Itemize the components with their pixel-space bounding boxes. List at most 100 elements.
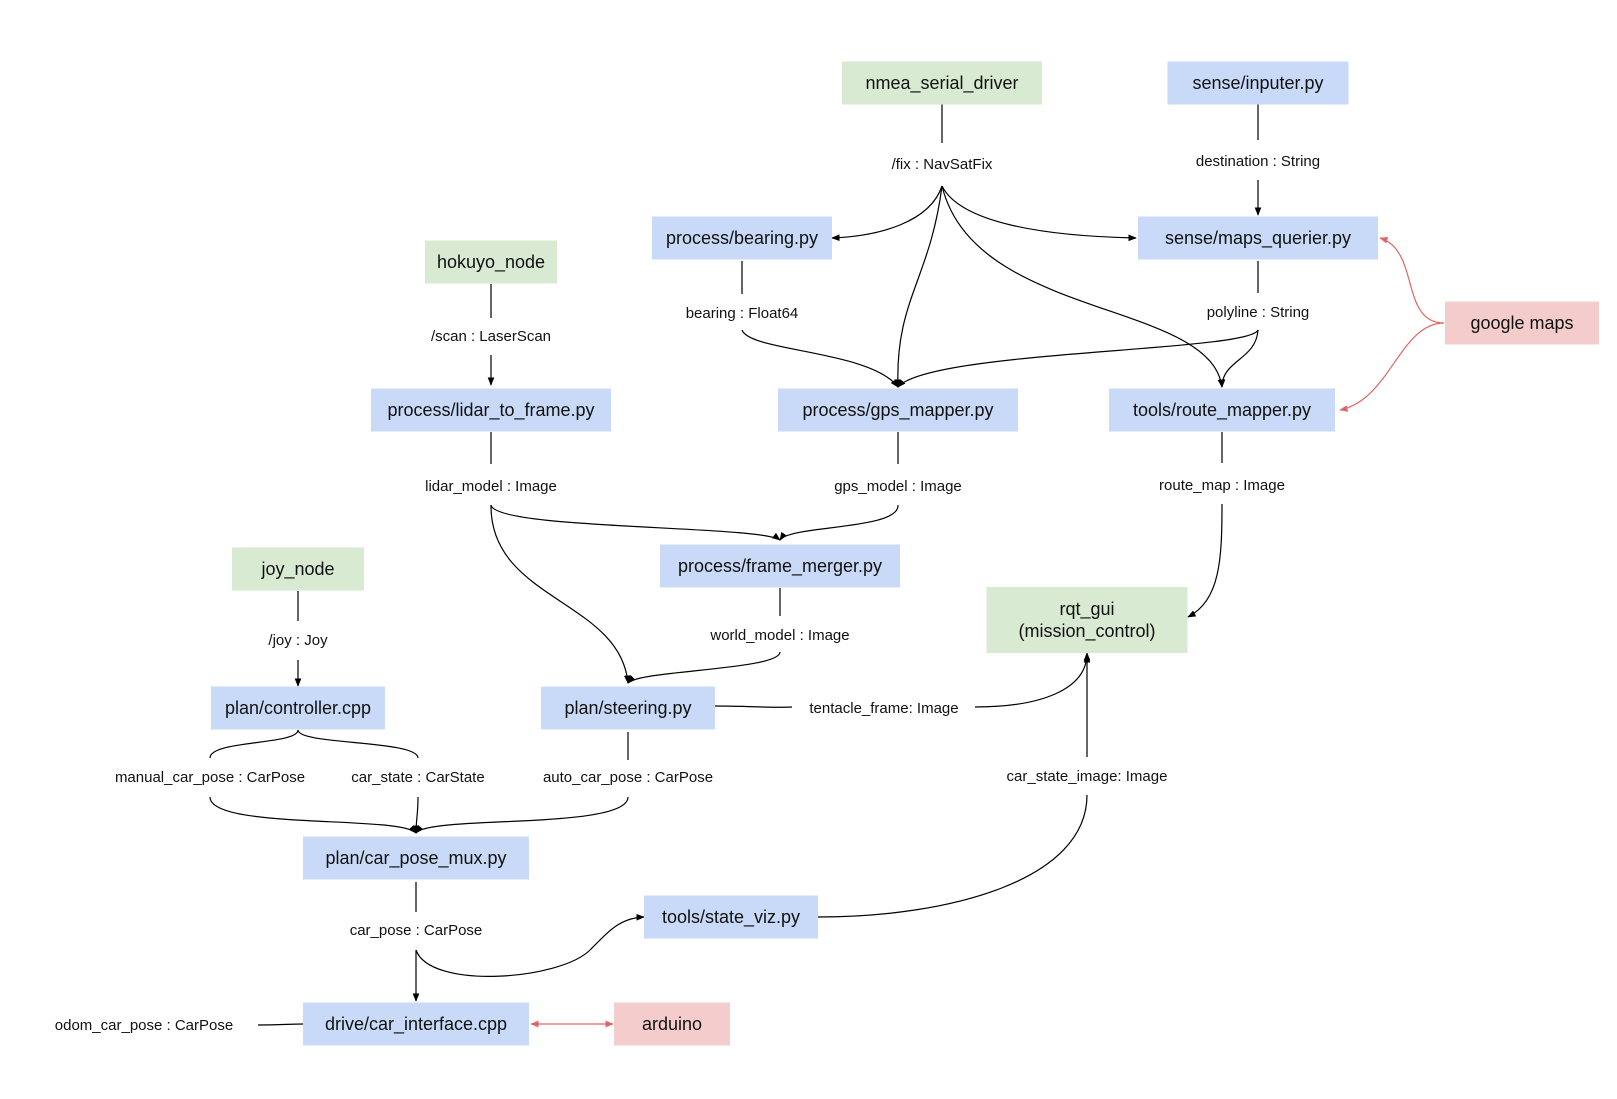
node-process-frame-merger[interactable]: process/frame_merger.py <box>660 544 900 588</box>
nodes: nmea_serial_driver sense/inputer.py hoku… <box>211 61 1599 1046</box>
node-box <box>986 587 1188 653</box>
node-label: drive/car_interface.cpp <box>325 1014 507 1035</box>
node-box <box>644 895 818 939</box>
topic-label-route-map: route_map : Image <box>1159 477 1285 494</box>
topic-labels: /fix : NavSatFix destination : String /s… <box>55 153 1320 1034</box>
edge-world-model-to-steering <box>627 651 781 684</box>
node-process-gps-mapper[interactable]: process/gps_mapper.py <box>778 388 1018 432</box>
topic-label-tentacle-frame: tentacle_frame: Image <box>809 700 958 717</box>
node-box <box>614 1002 730 1046</box>
edge-tentacle-to-rqt-gui <box>974 652 1091 708</box>
topic-label-joy: /joy : Joy <box>268 632 328 649</box>
edge-route-map-to-rqt-gui <box>1187 503 1223 618</box>
node-google-maps[interactable]: google maps <box>1445 301 1599 345</box>
edge-lidar-model-to-frame-merger <box>490 504 781 541</box>
node-process-lidar-to-frame[interactable]: process/lidar_to_frame.py <box>371 388 611 432</box>
edge-fix-to-maps-querier <box>941 185 1137 242</box>
node-label: process/bearing.py <box>666 228 818 248</box>
node-box <box>371 388 611 432</box>
node-box <box>1109 388 1335 432</box>
node-nmea-serial-driver[interactable]: nmea_serial_driver <box>842 61 1042 105</box>
node-label: process/lidar_to_frame.py <box>387 400 594 421</box>
node-box <box>1138 216 1378 260</box>
node-box <box>652 216 832 260</box>
topic-label-car-state: car_state : CarState <box>351 769 484 786</box>
topic-label-destination: destination : String <box>1196 153 1320 170</box>
node-box <box>660 544 900 588</box>
edge-lidar-model-to-steering <box>490 504 631 684</box>
edges <box>209 104 1445 1028</box>
edge-google-maps-to-route-mapper <box>1339 322 1445 412</box>
node-label: plan/steering.py <box>564 698 691 718</box>
node-sense-maps-querier[interactable]: sense/maps_querier.py <box>1138 216 1378 260</box>
node-sense-inputer[interactable]: sense/inputer.py <box>1167 61 1349 105</box>
node-label: arduino <box>642 1014 702 1034</box>
topic-label-car-state-image: car_state_image: Image <box>1007 768 1168 785</box>
node-box <box>1167 61 1349 105</box>
node-arduino[interactable]: arduino <box>614 1002 730 1046</box>
edge-gps-model-to-frame-merger <box>779 504 899 541</box>
node-tools-route-mapper[interactable]: tools/route_mapper.py <box>1109 388 1335 432</box>
node-label: tools/state_viz.py <box>662 907 800 928</box>
node-box <box>425 240 557 284</box>
topic-label-gps-model: gps_model : Image <box>834 478 962 495</box>
topic-label-car-pose: car_pose : CarPose <box>350 922 483 939</box>
topic-label-fix: /fix : NavSatFix <box>892 156 993 173</box>
edge-fix-to-gps-mapper <box>894 185 943 388</box>
node-plan-car-pose-mux[interactable]: plan/car_pose_mux.py <box>303 836 529 880</box>
topic-label-polyline: polyline : String <box>1207 304 1310 321</box>
node-plan-steering[interactable]: plan/steering.py <box>541 686 715 730</box>
node-box <box>1445 301 1599 345</box>
node-box <box>303 836 529 880</box>
node-label: (mission_control) <box>1018 621 1155 642</box>
node-label: sense/inputer.py <box>1192 73 1323 93</box>
edge-controller-to-manual-car-pose <box>209 729 299 759</box>
topic-label-scan: /scan : LaserScan <box>431 328 551 345</box>
edge-car-pose-to-state-viz <box>415 913 645 977</box>
edge-odom-to-car-interface <box>257 1023 304 1026</box>
node-label: process/gps_mapper.py <box>802 400 993 421</box>
node-drive-car-interface[interactable]: drive/car_interface.cpp <box>303 1002 529 1046</box>
edge-bearing-to-gps-mapper <box>741 329 899 388</box>
node-hokuyo-node[interactable]: hokuyo_node <box>425 240 557 284</box>
node-label: plan/car_pose_mux.py <box>325 848 506 869</box>
edge-polyline-to-route-mapper <box>1218 329 1259 388</box>
edge-car-state-to-mux <box>412 796 420 834</box>
node-box <box>778 388 1018 432</box>
edge-fix-to-bearing <box>831 185 943 242</box>
edge-fix-to-route-mapper <box>941 185 1225 388</box>
node-box <box>541 686 715 730</box>
edge-state-viz-to-car-state-image <box>817 794 1088 918</box>
node-label: tools/route_mapper.py <box>1133 400 1311 421</box>
node-tools-state-viz[interactable]: tools/state_viz.py <box>644 895 818 939</box>
node-joy-node[interactable]: joy_node <box>232 547 364 591</box>
edge-steering-to-tentacle <box>714 705 793 708</box>
node-box <box>303 1002 529 1046</box>
node-box <box>232 547 364 591</box>
node-label: process/frame_merger.py <box>678 556 882 577</box>
node-box <box>842 61 1042 105</box>
edge-polyline-to-gps-mapper <box>897 329 1259 388</box>
topic-label-manual-car-pose: manual_car_pose : CarPose <box>115 769 305 786</box>
topic-label-lidar-model: lidar_model : Image <box>425 478 557 495</box>
edge-auto-car-pose-to-mux <box>415 796 629 834</box>
node-label: sense/maps_querier.py <box>1165 228 1351 249</box>
node-plan-controller[interactable]: plan/controller.cpp <box>211 686 385 730</box>
topic-label-odom-car-pose: odom_car_pose : CarPose <box>55 1017 233 1034</box>
node-label: nmea_serial_driver <box>865 73 1018 94</box>
node-box <box>211 686 385 730</box>
node-label: plan/controller.cpp <box>225 698 371 718</box>
node-label: joy_node <box>260 559 334 580</box>
node-label: rqt_gui <box>1059 599 1114 620</box>
edge-manual-car-pose-to-mux <box>209 796 417 834</box>
topic-label-bearing: bearing : Float64 <box>686 305 799 322</box>
edge-google-maps-to-maps-querier <box>1379 236 1445 324</box>
node-process-bearing[interactable]: process/bearing.py <box>652 216 832 260</box>
topic-label-auto-car-pose: auto_car_pose : CarPose <box>543 769 713 786</box>
edge-controller-to-car-state <box>297 729 419 759</box>
node-label: hokuyo_node <box>437 252 545 273</box>
node-label: google maps <box>1470 313 1573 333</box>
node-rqt-gui[interactable]: rqt_gui(mission_control) <box>986 587 1188 653</box>
topic-label-world-model: world_model : Image <box>709 627 849 644</box>
